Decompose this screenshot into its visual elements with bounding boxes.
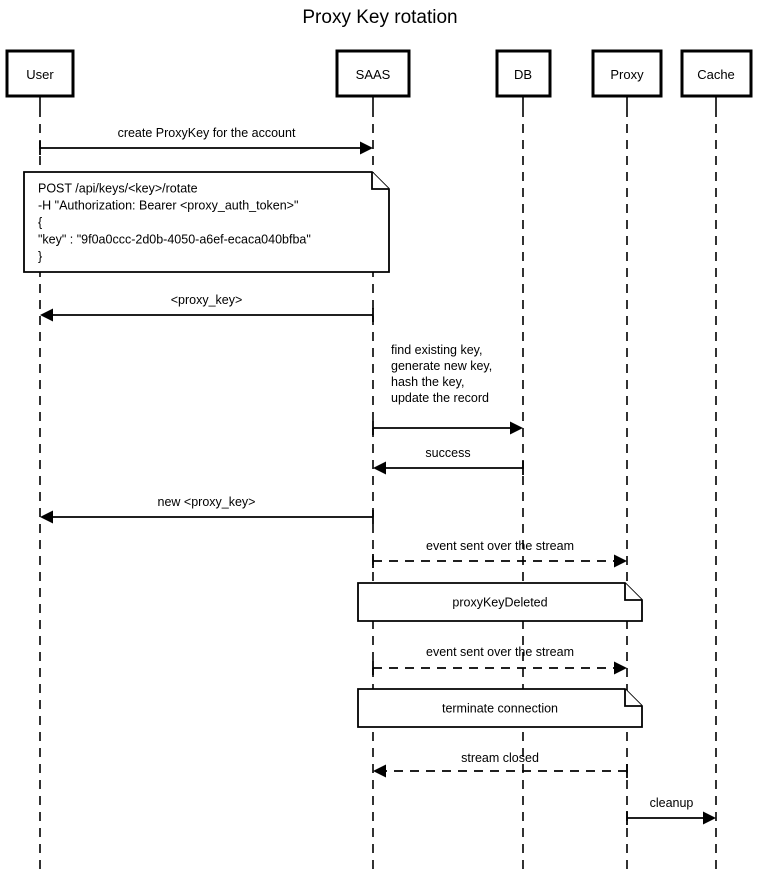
msg-proxy-key-return-label: <proxy_key>	[171, 293, 243, 307]
participants-layer: User SAAS DB Proxy Cache	[5, 49, 753, 98]
note-post-rotate-line: POST /api/keys/<key>/rotate	[38, 182, 198, 196]
msg-create-proxykey-label: create ProxyKey for the account	[118, 126, 296, 140]
participant-saas[interactable]: SAAS	[335, 49, 411, 98]
arrowhead-icon	[614, 554, 627, 568]
participant-proxy[interactable]: Proxy	[591, 49, 663, 98]
note-post-rotate-line: {	[38, 216, 42, 230]
msg-saas-db-update-label-line: update the record	[391, 391, 489, 405]
participant-label-user: User	[26, 67, 54, 82]
msg-cleanup[interactable]: cleanup	[626, 796, 716, 825]
participant-user[interactable]: User	[5, 49, 75, 98]
msg-event-stream-2[interactable]: event sent over the stream	[372, 645, 627, 675]
participant-label-cache: Cache	[697, 67, 735, 82]
note-terminate-connection: terminate connection	[357, 688, 643, 728]
msg-event-stream-1-label: event sent over the stream	[426, 539, 574, 553]
participant-label-proxy: Proxy	[610, 67, 644, 82]
arrowhead-icon	[703, 811, 716, 825]
msg-saas-db-update[interactable]: find existing key, generate new key, hash …	[372, 343, 523, 435]
participant-label-db: DB	[514, 67, 532, 82]
arrowhead-icon	[510, 421, 523, 435]
participant-cache[interactable]: Cache	[680, 49, 753, 98]
note-post-rotate-line: -H "Authorization: Bearer <proxy_auth_to…	[38, 199, 298, 213]
messages-layer: create ProxyKey for the account <proxy_ke…	[39, 126, 716, 825]
msg-stream-closed-label: stream closed	[461, 751, 539, 765]
arrowhead-icon	[360, 141, 373, 155]
msg-saas-db-update-label-line: find existing key,	[391, 343, 482, 357]
arrowhead-icon	[614, 661, 627, 675]
arrowhead-icon	[373, 461, 386, 475]
note-terminate-connection-line: terminate connection	[442, 702, 558, 716]
msg-event-stream-1[interactable]: event sent over the stream	[372, 539, 627, 568]
participant-label-saas: SAAS	[356, 67, 391, 82]
msg-stream-closed[interactable]: stream closed	[373, 751, 628, 778]
participant-db[interactable]: DB	[495, 49, 552, 98]
notes-layer: POST /api/keys/<key>/rotate -H "Authoriza…	[23, 171, 643, 728]
msg-proxy-key-return[interactable]: <proxy_key>	[40, 293, 374, 322]
arrowhead-icon	[40, 308, 53, 322]
msg-create-proxykey[interactable]: create ProxyKey for the account	[39, 126, 373, 155]
note-proxy-key-deleted-line: proxyKeyDeleted	[452, 596, 547, 610]
msg-db-success[interactable]: success	[373, 446, 524, 475]
note-post-rotate-line: }	[38, 250, 42, 264]
msg-db-success-label: success	[425, 446, 470, 460]
arrowhead-icon	[373, 764, 386, 778]
lifelines-layer	[39, 96, 717, 873]
msg-saas-db-update-label-line: hash the key,	[391, 375, 464, 389]
arrowhead-icon	[40, 510, 53, 524]
note-post-rotate-line: "key" : "9f0a0ccc-2d0b-4050-a6ef-ecaca04…	[38, 233, 311, 247]
page-title: Proxy Key rotation	[302, 7, 457, 28]
note-proxy-key-deleted: proxyKeyDeleted	[357, 582, 643, 622]
msg-new-proxy-key-label: new <proxy_key>	[158, 495, 256, 509]
msg-new-proxy-key[interactable]: new <proxy_key>	[40, 495, 374, 524]
msg-event-stream-2-label: event sent over the stream	[426, 645, 574, 659]
msg-cleanup-label: cleanup	[650, 796, 694, 810]
msg-saas-db-update-label-line: generate new key,	[391, 359, 492, 373]
note-post-rotate: POST /api/keys/<key>/rotate -H "Authoriza…	[23, 171, 390, 273]
